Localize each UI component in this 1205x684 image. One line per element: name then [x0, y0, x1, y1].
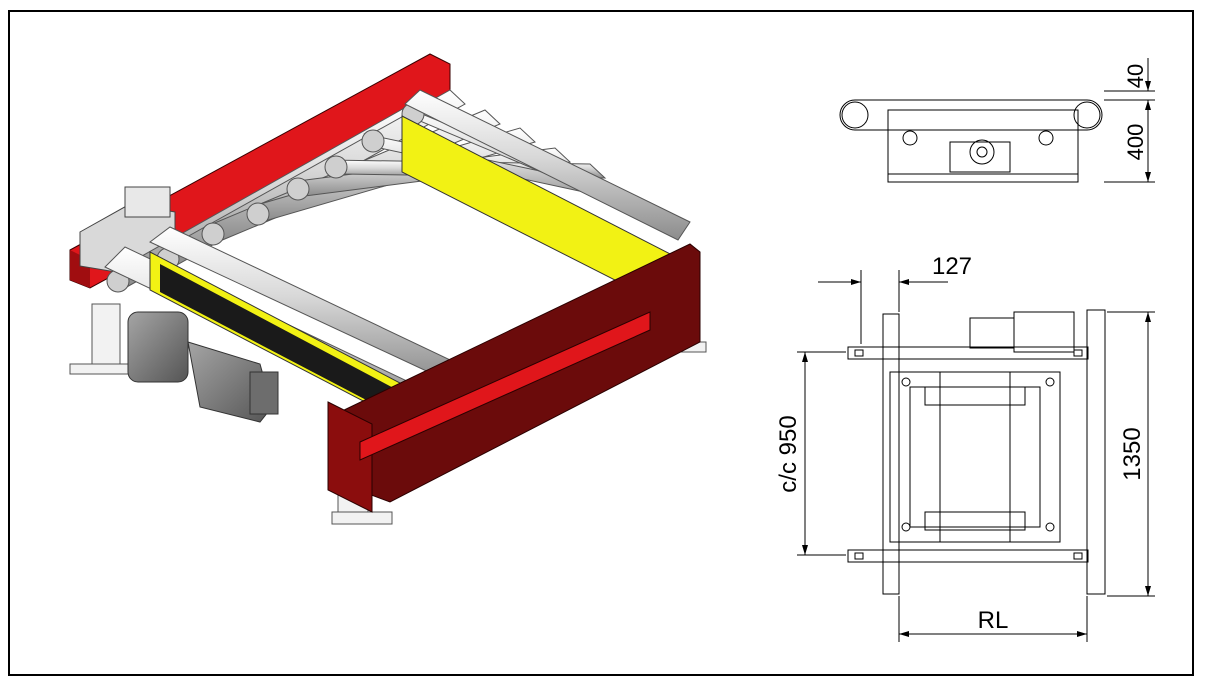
dimension-center-distance: c/c 950: [775, 415, 802, 492]
dimension-side-gap: 40: [1123, 64, 1148, 88]
dimension-overall-length: 1350: [1119, 427, 1146, 480]
dimension-side-height: 400: [1123, 124, 1148, 161]
front-gear-motor: [127, 311, 279, 423]
dimension-roller-length: RL: [978, 607, 1009, 634]
isometric-conveyor-view: [69, 53, 707, 525]
side-elevation-view: [839, 58, 1155, 183]
drawing-canvas: 40 400: [69, 53, 1155, 642]
dimension-top-offset: 127: [932, 253, 972, 280]
drawing-sheet: 40 400: [8, 10, 1194, 676]
plan-view: [797, 270, 1155, 642]
front-frame: [327, 243, 701, 513]
